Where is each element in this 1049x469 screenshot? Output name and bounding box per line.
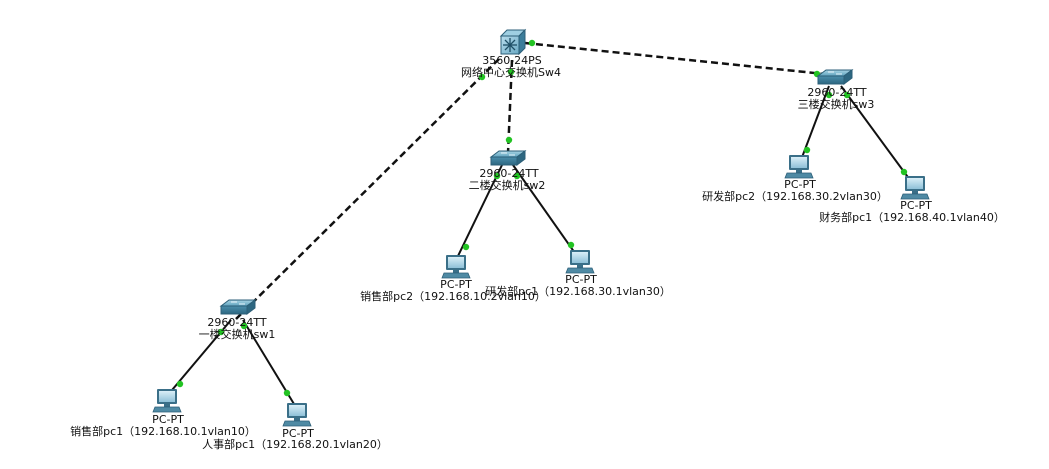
pc-rd2-model-label: PC-PT xyxy=(784,178,816,191)
link-light xyxy=(528,39,536,47)
link-light xyxy=(240,322,248,330)
pc-hr1-name-label: 人事部pc1（192.168.20.1vlan20） xyxy=(202,438,388,451)
links-layer xyxy=(166,41,911,405)
link-light xyxy=(825,91,833,99)
link-light xyxy=(900,168,908,176)
link-light xyxy=(217,328,225,336)
pc-sales2-model-label: PC-PT xyxy=(440,278,472,291)
pc-icon[interactable] xyxy=(282,403,312,427)
link-light xyxy=(505,136,513,144)
pc-hr1-model-label: PC-PT xyxy=(282,427,314,440)
link-sw2-pc-rd1[interactable] xyxy=(512,164,578,257)
link-sw3-pc-fin1[interactable] xyxy=(840,85,911,181)
link-sw4-sw1[interactable] xyxy=(235,58,500,320)
link-light xyxy=(803,146,811,154)
sw3-name-label: 三楼交换机sw3 xyxy=(797,98,875,111)
link-sw2-pc-sales2[interactable] xyxy=(457,164,503,257)
link-light xyxy=(507,68,515,76)
sw2-model-label: 2960-24TT xyxy=(479,167,539,180)
link-light xyxy=(843,91,851,99)
pc-sales1-model-label: PC-PT xyxy=(152,413,184,426)
link-light xyxy=(567,241,575,249)
link-light xyxy=(493,172,501,180)
pc-fin1-name-label: 财务部pc1（192.168.40.1vlan40） xyxy=(819,211,1005,224)
switch-icon[interactable] xyxy=(489,150,527,166)
link-light xyxy=(478,73,486,81)
sw1-model-label: 2960-24TT xyxy=(207,316,267,329)
link-sw4-sw3[interactable] xyxy=(524,41,835,77)
sw4-name-label: 网络中心交换机Sw4 xyxy=(461,66,561,79)
sw3-model-label: 2960-24TT xyxy=(807,86,867,99)
link-lights-layer xyxy=(176,39,908,397)
pc-sales2-name-label: 销售部pc2（192.168.10.2vlan10） xyxy=(360,290,546,303)
link-sw1-pc-hr1[interactable] xyxy=(242,319,295,405)
sw1-name-label: 一楼交换机sw1 xyxy=(198,328,276,341)
pc-icon[interactable] xyxy=(441,255,471,279)
pc-rd2-name-label: 研发部pc2（192.168.30.2vlan30） xyxy=(702,190,888,203)
sw2-name-label: 二楼交换机sw2 xyxy=(468,179,546,192)
multilayer-switch-icon[interactable] xyxy=(499,28,527,56)
pc-rd1-model-label: PC-PT xyxy=(565,273,597,286)
switch-icon[interactable] xyxy=(816,69,854,85)
pc-fin1-model-label: PC-PT xyxy=(900,199,932,212)
pc-icon[interactable] xyxy=(784,155,814,179)
pc-icon[interactable] xyxy=(900,176,930,200)
switch-icon[interactable] xyxy=(219,299,257,315)
pc-icon[interactable] xyxy=(152,389,182,413)
link-light xyxy=(462,243,470,251)
link-light xyxy=(513,172,521,180)
pc-icon[interactable] xyxy=(565,250,595,274)
pc-sales1-name-label: 销售部pc1（192.168.10.1vlan10） xyxy=(70,425,256,438)
pc-rd1-name-label: 研发部pc1（192.168.30.1vlan30） xyxy=(485,285,671,298)
sw4-model-label: 3560-24PS xyxy=(482,54,542,67)
link-light xyxy=(176,380,184,388)
link-light xyxy=(283,389,291,397)
